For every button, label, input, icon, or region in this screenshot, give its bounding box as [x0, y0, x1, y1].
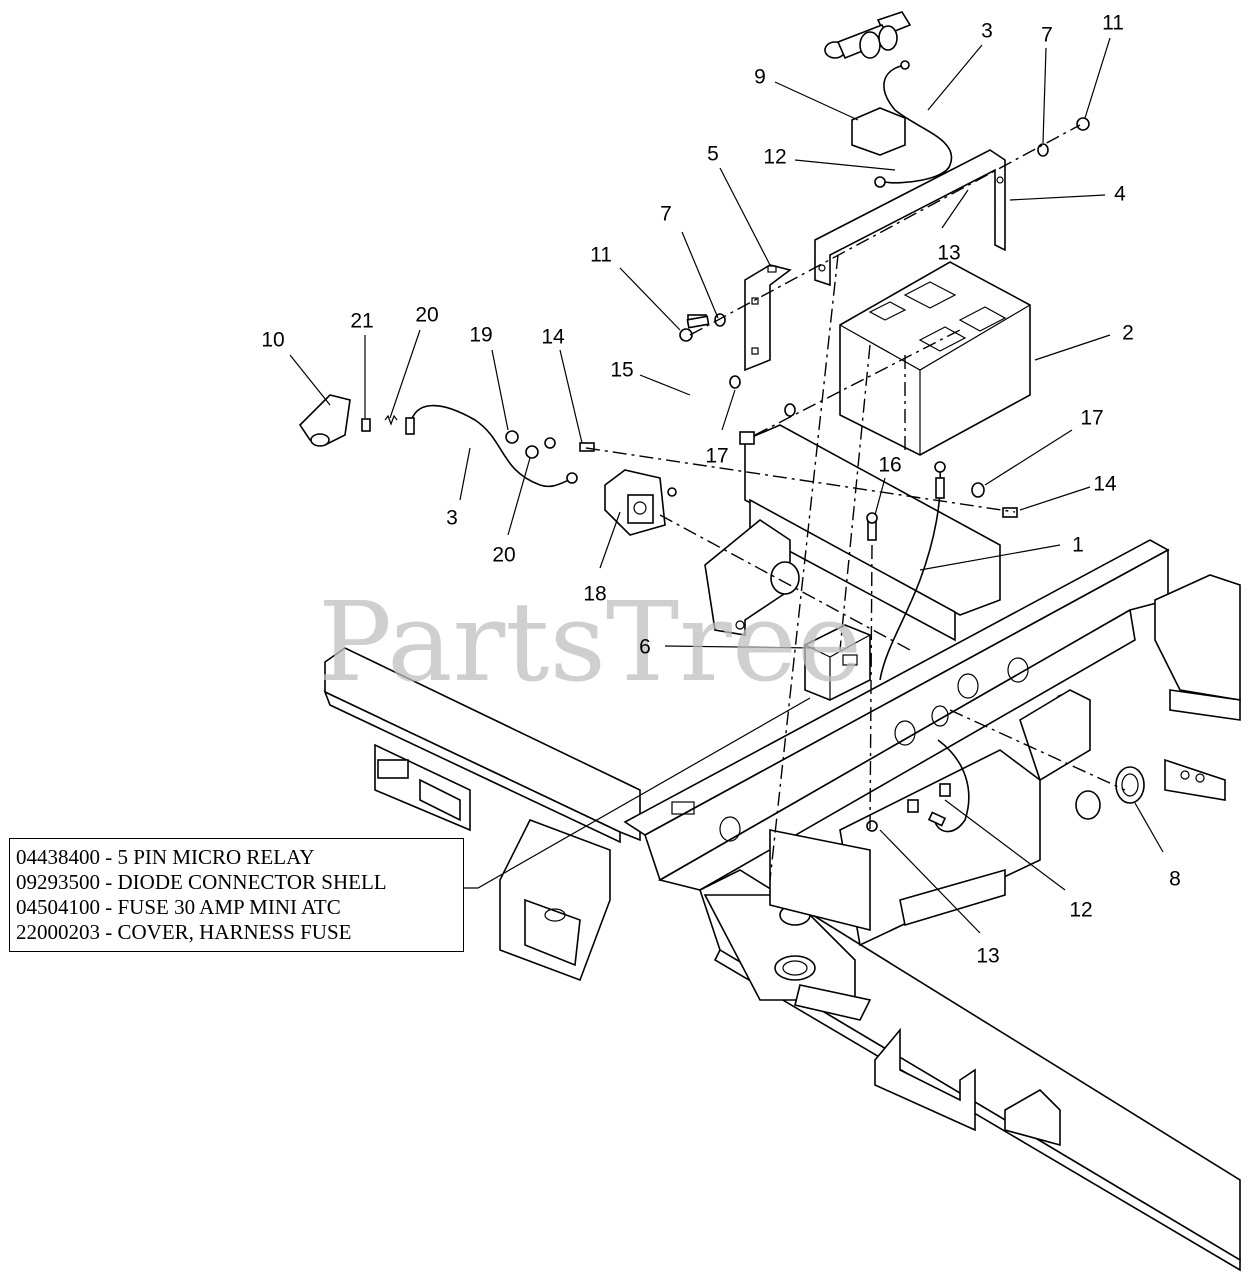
callout-18: 18 [583, 583, 606, 606]
battery-part-2 [839, 261, 1031, 456]
callout-17-right: 17 [1080, 407, 1103, 430]
grommet-part-8 [770, 561, 1145, 820]
frame-assembly [323, 424, 1241, 1272]
callout-12-top: 12 [763, 146, 786, 169]
callout-15: 15 [610, 359, 633, 382]
callout-14-left: 14 [541, 326, 565, 349]
callout-6: 6 [639, 636, 651, 659]
small-hardware [361, 117, 1090, 833]
callout-4: 4 [1114, 183, 1126, 206]
assembly-lines [585, 124, 1126, 881]
boot-part-10 [298, 394, 351, 447]
legend-item: 04438400 - 5 PIN MICRO RELAY [16, 845, 315, 869]
callout-9: 9 [754, 66, 766, 89]
callout-2: 2 [1122, 322, 1134, 345]
callout-13-top: 13 [937, 242, 960, 265]
callout-16: 16 [878, 454, 901, 477]
callout-11-top: 11 [1102, 12, 1124, 35]
callout-7-top: 7 [1041, 24, 1053, 47]
legend-item: 04504100 - FUSE 30 AMP MINI ATC [16, 895, 341, 919]
callout-1: 1 [1072, 534, 1084, 557]
callout-3-left: 3 [446, 507, 458, 530]
callout-3-top: 3 [981, 20, 993, 43]
cable-part-3-top [874, 60, 953, 188]
leader-lines [289, 37, 1164, 934]
callout-20-top: 20 [415, 304, 438, 327]
fuse-cover-part-6 [804, 624, 871, 701]
boot-part-9 [824, 11, 912, 156]
callout-13-bottom: 13 [976, 945, 999, 968]
legend-item: 09293500 - DIODE CONNECTOR SHELL [16, 870, 387, 894]
callout-14-right: 14 [1093, 473, 1117, 496]
parts-legend-box: 04438400 - 5 PIN MICRO RELAY 09293500 - … [9, 838, 464, 952]
callout-labels: 3 7 11 9 5 12 4 13 7 11 21 20 10 19 14 2… [261, 12, 1181, 968]
legend-item: 22000203 - COVER, HARNESS FUSE [16, 920, 352, 944]
bracket-part-5 [744, 264, 792, 372]
callout-11-mid: 11 [590, 244, 612, 267]
solenoid-part-18 [604, 469, 677, 536]
callout-5: 5 [707, 143, 719, 166]
callout-19: 19 [469, 324, 492, 347]
cable-part-3-left [405, 404, 578, 488]
callout-10: 10 [261, 329, 284, 352]
callout-20-bottom: 20 [492, 544, 515, 567]
ground-cable-part-1 [879, 461, 946, 681]
watermark-text: PartsTree [318, 578, 862, 706]
callout-21: 21 [350, 310, 373, 333]
callout-7-mid: 7 [660, 203, 672, 226]
callout-12-bottom: 12 [1069, 899, 1092, 922]
bracket-part-4 [814, 149, 1006, 287]
callout-8: 8 [1169, 868, 1181, 891]
callout-17-left: 17 [705, 445, 728, 468]
